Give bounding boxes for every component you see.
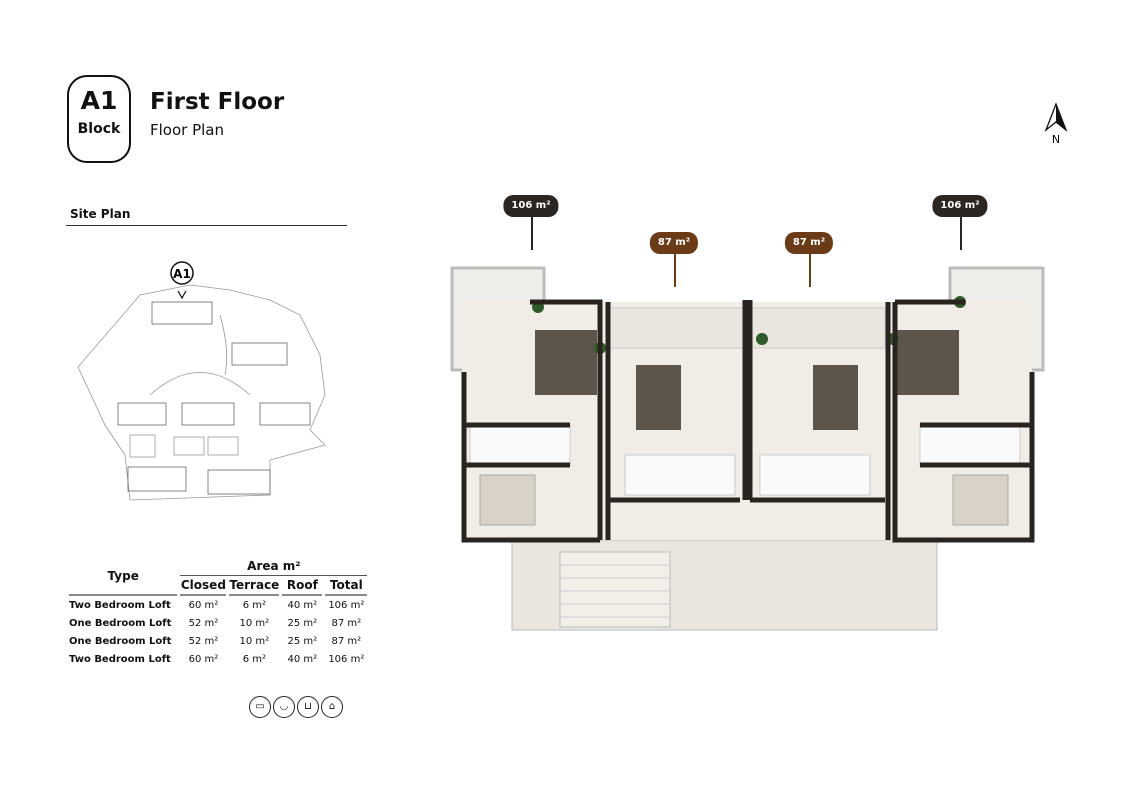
sofa-icon: ⊔ [297,696,319,718]
area-table: Type Area m² Closed Terrace Roof Total T… [66,557,370,668]
cell-terrace: 6 m² [242,653,267,665]
cell-roof: 25 m² [287,617,318,629]
cell-terrace: 10 m² [239,617,270,629]
site-plan-label: Site Plan [70,207,131,221]
area-header: Area m² [180,557,368,576]
col-roof: Roof [282,576,323,596]
unit-tag-3: 87 m² [784,232,834,254]
cell-roof: 25 m² [287,635,318,647]
table-row: One Bedroom Loft 52 m² 10 m² 25 m² 87 m² [69,632,367,650]
cell-closed: 52 m² [188,635,219,647]
table-row: Two Bedroom Loft 60 m² 6 m² 40 m² 106 m² [69,596,367,614]
cell-roof: 40 m² [287,653,318,665]
tag-leader [674,253,676,287]
table-row: Two Bedroom Loft 60 m² 6 m² 40 m² 106 m² [69,650,367,668]
divider [66,225,347,226]
unit-tag-1: 106 m² [503,195,559,217]
cell-closed: 52 m² [188,617,219,629]
kitchen-icon: ⌂ [321,696,343,718]
cell-terrace: 10 m² [239,635,270,647]
cell-type: One Bedroom Loft [69,617,172,629]
cell-total: 106 m² [328,653,365,665]
walls [461,299,1035,543]
compass-label: N [1052,133,1060,146]
unit-tag-2: 87 m² [649,232,699,254]
cell-total: 87 m² [331,635,362,647]
cell-type: Two Bedroom Loft [69,653,171,665]
rugs [535,330,959,430]
cell-closed: 60 m² [188,599,219,611]
page-title: First Floor [150,89,285,115]
cell-type: One Bedroom Loft [69,635,172,647]
north-compass: N [1044,102,1068,146]
cell-roof: 40 m² [287,599,318,611]
block-word: Block [77,121,121,137]
bed-icon: ▭ [249,696,271,718]
bedrooms [479,474,1009,526]
marker-arrow-icon [177,290,187,300]
site-plan-map: A1 [77,261,326,501]
bath-icon: ◡ [273,696,295,718]
cell-terrace: 6 m² [242,599,267,611]
tag-leader [960,217,962,250]
col-total: Total [325,576,368,596]
block-badge: A1 Block [67,75,131,163]
site-plan-marker: A1 [173,267,191,281]
cell-closed: 60 m² [188,653,219,665]
tag-leader [531,217,533,250]
page-subtitle: Floor Plan [150,121,224,139]
block-code: A1 [80,86,118,115]
cell-total: 87 m² [331,617,362,629]
floor-plan-drawing [450,266,1045,631]
tag-leader [809,253,811,287]
type-header: Type [69,557,178,596]
table-row: One Bedroom Loft 52 m² 10 m² 25 m² 87 m² [69,614,367,632]
cell-total: 106 m² [328,599,365,611]
col-closed: Closed [180,576,227,596]
cell-type: Two Bedroom Loft [69,599,171,611]
bathrooms [469,424,1021,496]
unit-tag-4: 106 m² [932,195,988,217]
col-terrace: Terrace [229,576,280,596]
stair-landing [511,539,938,631]
